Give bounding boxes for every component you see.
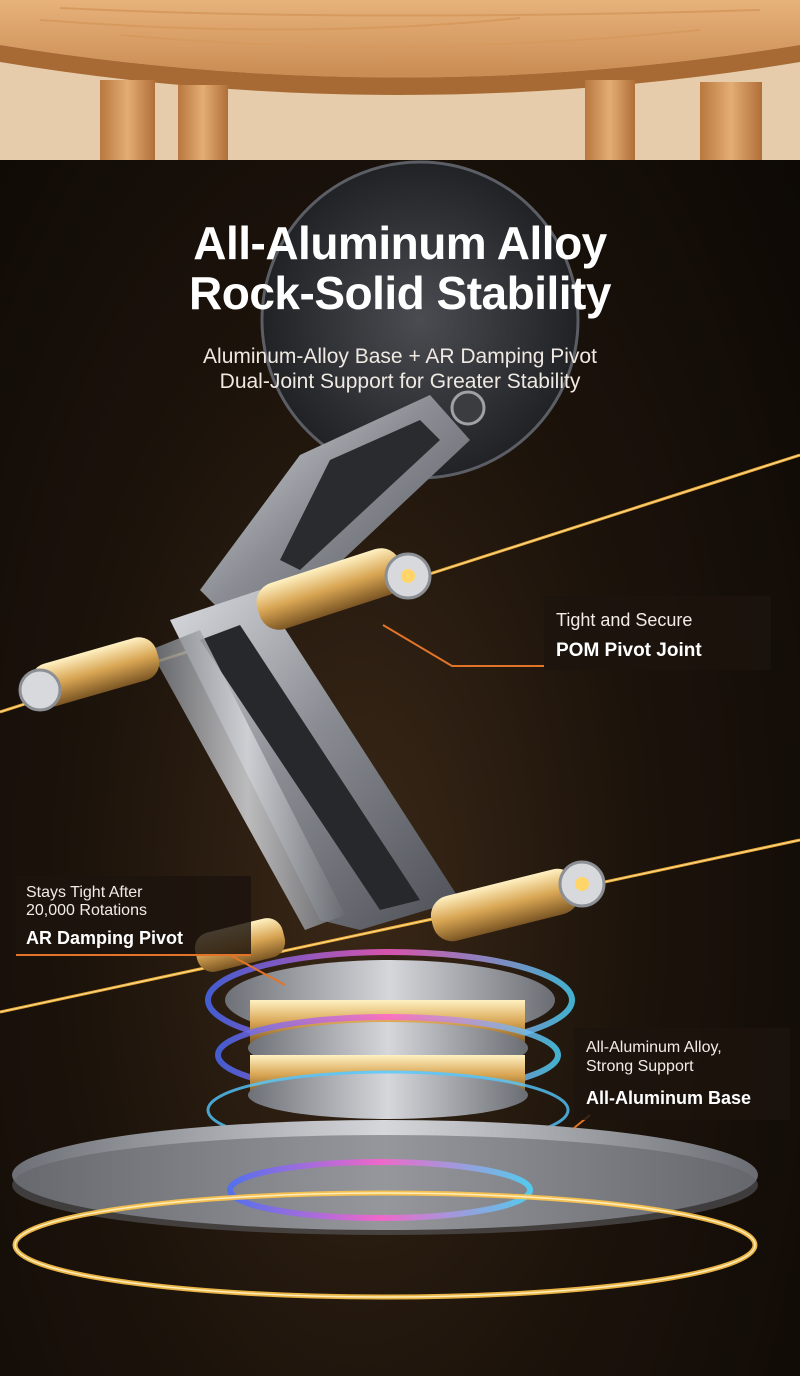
callout-damping-desc-2: 20,000 Rotations	[26, 902, 147, 919]
callout-pom-pivot: Tight and Secure POM Pivot Joint	[544, 596, 771, 670]
damping-leader-line	[229, 954, 286, 986]
damping-pivot-screw	[194, 860, 606, 972]
callout-base-desc-2: Strong Support	[586, 1058, 694, 1075]
subtitle-line-1: Aluminum-Alloy Base + AR Damping Pivot	[203, 345, 597, 368]
callout-pom-desc: Tight and Secure	[556, 610, 693, 630]
callout-pom-title: POM Pivot Joint	[556, 640, 702, 661]
rotating-base-stack	[205, 949, 575, 1150]
callout-damping-title: AR Damping Pivot	[26, 928, 184, 948]
table-illustration	[0, 0, 800, 160]
callout-aluminum-base: All-Aluminum Alloy, Strong Support All-A…	[574, 1028, 790, 1120]
title-line-1: All-Aluminum Alloy	[193, 217, 607, 269]
wooden-table-banner	[0, 0, 800, 160]
callout-ar-damping: Stays Tight After 20,000 Rotations AR Da…	[16, 876, 251, 956]
callout-base-desc-1: All-Aluminum Alloy,	[586, 1039, 722, 1056]
lower-arm	[150, 590, 460, 930]
pom-pivot-screw	[256, 548, 432, 630]
left-pivot-screw	[18, 637, 160, 712]
pom-leader-line	[382, 624, 544, 667]
aluminum-base-plate	[12, 1120, 758, 1300]
upper-arm	[200, 390, 486, 640]
callout-damping-desc-1: Stays Tight After	[26, 884, 143, 901]
subtitle-line-2: Dual-Joint Support for Greater Stability	[219, 370, 581, 393]
callout-base-title: All-Aluminum Base	[586, 1088, 752, 1108]
page-title: All-Aluminum Alloy Rock-Solid Stability	[0, 218, 800, 318]
title-line-2: Rock-Solid Stability	[189, 267, 611, 319]
page-subtitle: Aluminum-Alloy Base + AR Damping Pivot D…	[0, 344, 800, 394]
